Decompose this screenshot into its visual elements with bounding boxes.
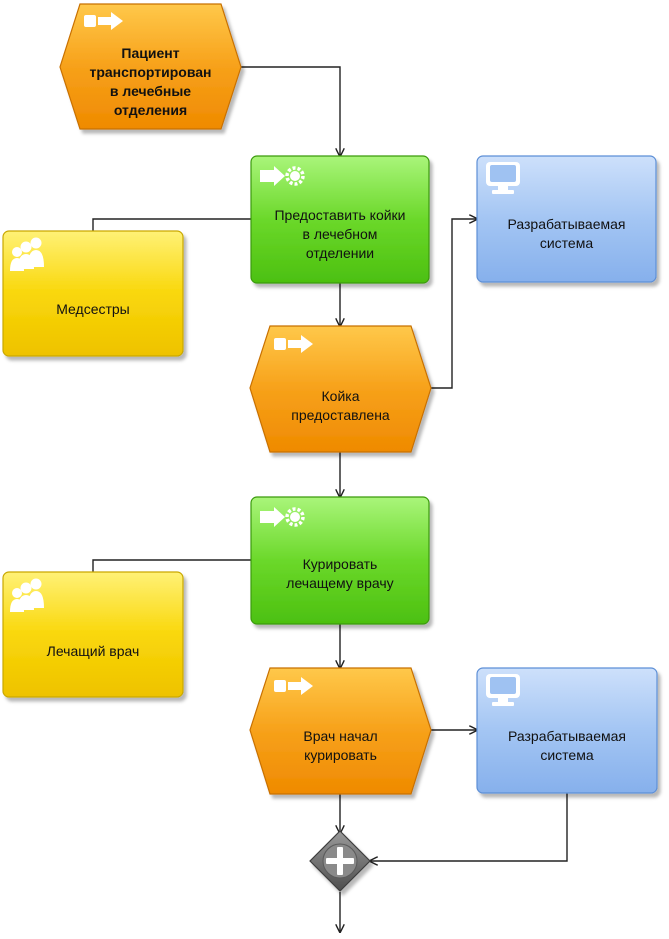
event-bed-provided[interactable] — [249, 325, 432, 453]
edge-bed-provided-to-system-1 — [431, 219, 477, 389]
and-plus-icon — [326, 847, 354, 875]
function-curate[interactable] — [250, 496, 430, 625]
edge-doctor-to-curate — [92, 559, 251, 572]
event-doctor-started[interactable] — [249, 667, 432, 795]
edge-event-transported-to-provide-beds — [241, 66, 340, 156]
role-nurses[interactable] — [2, 230, 184, 357]
system-1[interactable] — [476, 155, 657, 283]
role-doctor[interactable] — [2, 571, 184, 698]
system-2[interactable] — [476, 667, 658, 794]
edge-system-2-to-connector — [370, 793, 568, 861]
edge-nurses-to-provide-beds — [92, 218, 251, 231]
function-provide-beds[interactable] — [250, 155, 430, 284]
event-patient-transported[interactable] — [59, 3, 242, 130]
